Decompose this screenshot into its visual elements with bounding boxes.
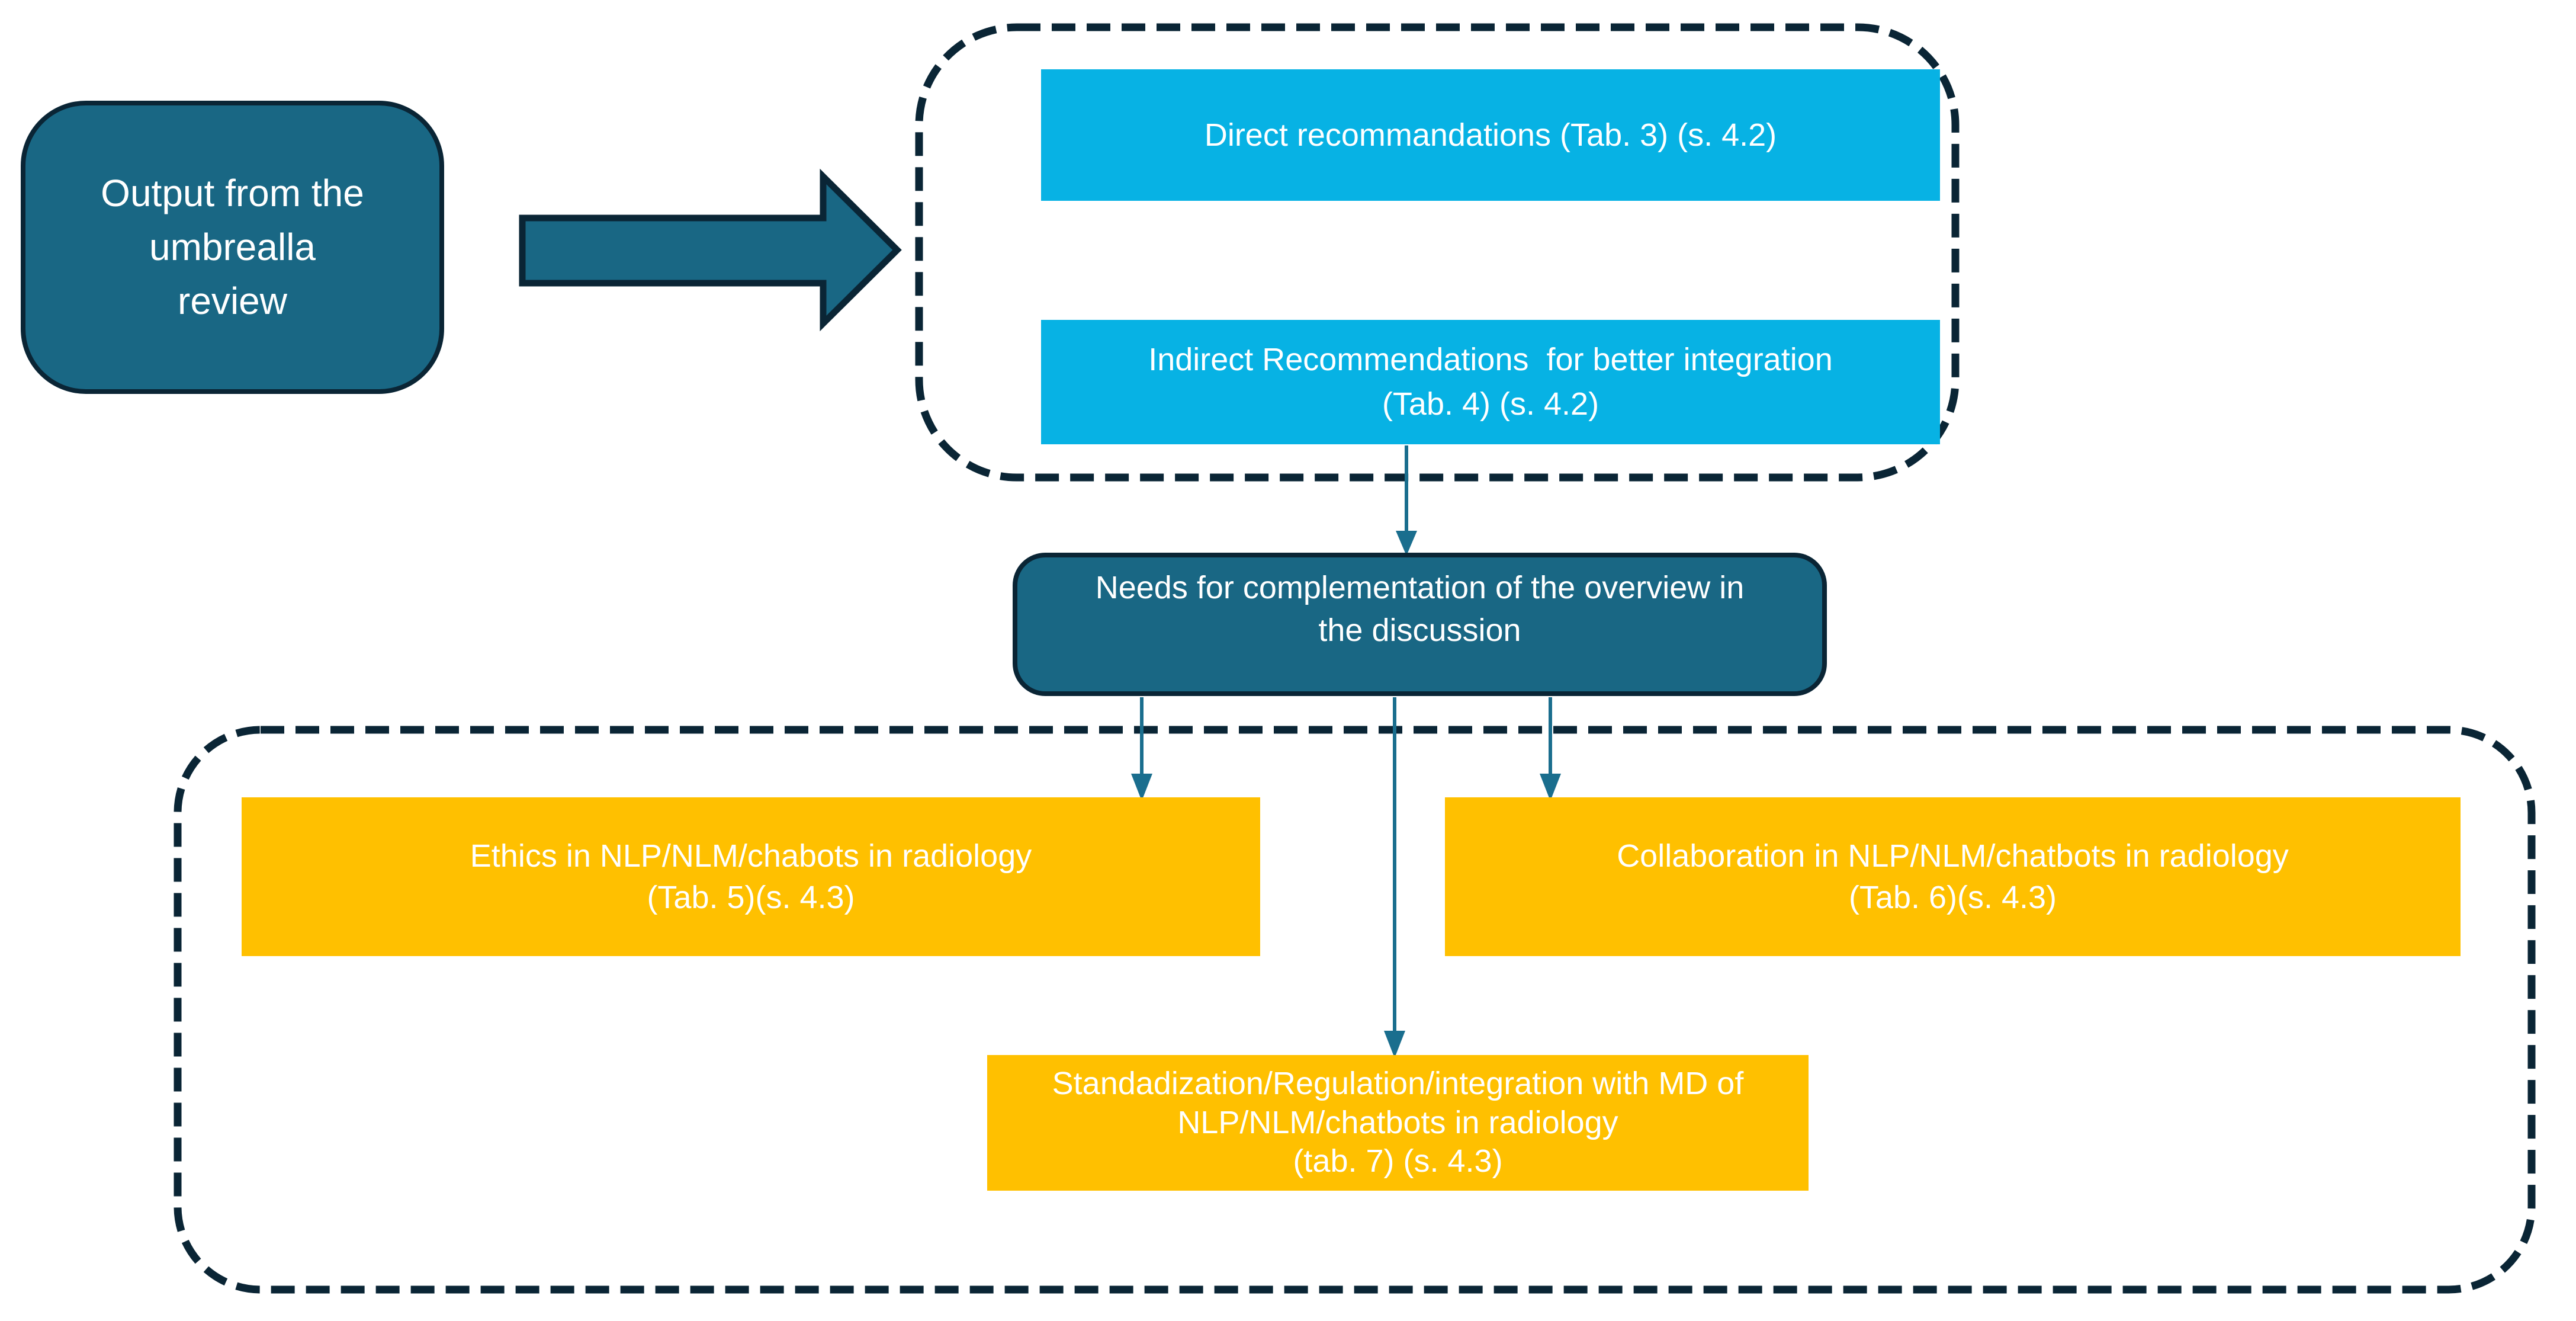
connector-needs-to-ethics-arrowhead [1131,774,1152,801]
indirect-recommendations-ref: (Tab. 4) (s. 4.2) [1382,386,1599,422]
source-node-line: review [178,279,287,322]
standardization-label-2: NLP/NLM/chatbots in radiology [1177,1104,1618,1140]
top-group-dashed-border [915,23,1960,482]
ethics-node: Ethics in NLP/NLM/chabots in radiology (… [242,797,1260,956]
direct-recommendations-label: Direct recommandations (Tab. 3) (s. 4.2) [1204,117,1777,153]
source-node-line: umbrealla [149,226,316,269]
needs-complementation-label-2: the discussion [1318,612,1521,648]
standardization-node: Standadization/Regulation/integration wi… [987,1055,1809,1191]
indirect-recommendations-node: Indirect Recommendations for better inte… [1041,320,1940,444]
collaboration-label: Collaboration in NLP/NLM/chatbots in rad… [1617,838,2289,874]
collaboration-ref: (Tab. 6)(s. 4.3) [1848,880,2057,915]
connector-needs-to-standardization-arrowhead [1384,1031,1405,1058]
needs-complementation-node: Needs for complementation of the overvie… [1013,553,1827,696]
ethics-label: Ethics in NLP/NLM/chabots in radiology [470,838,1032,874]
block-arrow-right [519,168,902,332]
bottom-group-dashed-border [174,726,2536,1294]
source-node-umbrella-review: Output from the umbrealla review [21,101,444,394]
connector-needs-to-collaboration-arrowhead [1540,774,1561,801]
source-node-line: Output from the [101,172,364,215]
direct-recommendations-node: Direct recommandations (Tab. 3) (s. 4.2) [1041,69,1940,201]
indirect-recommendations-label: Indirect Recommendations for better inte… [1148,342,1833,378]
collaboration-node: Collaboration in NLP/NLM/chatbots in rad… [1445,797,2461,956]
standardization-ref: (tab. 7) (s. 4.3) [1293,1143,1503,1179]
standardization-label: Standadization/Regulation/integration wi… [1052,1065,1744,1101]
needs-complementation-label: Needs for complementation of the overvie… [1095,570,1745,605]
connector-indirect-to-needs-arrowhead [1396,531,1417,556]
ethics-ref: (Tab. 5)(s. 4.3) [647,880,855,915]
